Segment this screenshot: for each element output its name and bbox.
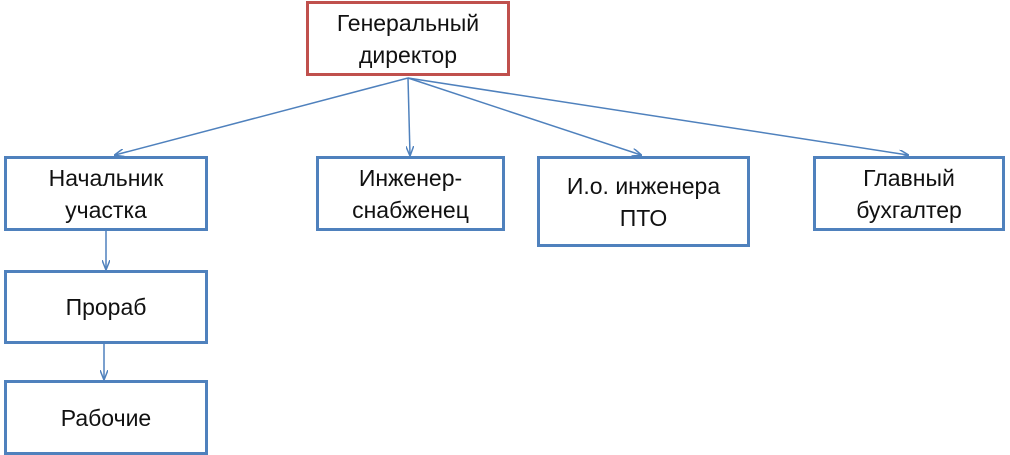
node-supply-engineer-label: Инженер- снабженец: [352, 164, 469, 223]
node-site-chief: Начальник участка: [4, 156, 208, 231]
node-pto-engineer: И.о. инженера ПТО: [537, 156, 750, 247]
node-foreman: Прораб: [4, 270, 208, 344]
node-site-chief-label: Начальник участка: [48, 164, 164, 223]
node-chief-accountant: Главный бухгалтер: [813, 156, 1005, 231]
connector-general-director-to-site-chief: [115, 77, 409, 155]
node-supply-engineer: Инженер- снабженец: [316, 156, 505, 231]
connector-general-director-to-pto-engineer: [407, 77, 641, 155]
node-general-director-label: Генеральный директор: [336, 9, 480, 68]
node-general-director: Генеральный директор: [306, 1, 510, 76]
node-workers-label: Рабочие: [60, 404, 152, 431]
node-pto-engineer-label: И.о. инженера ПТО: [566, 172, 721, 231]
node-chief-accountant-label: Главный бухгалтер: [856, 164, 962, 223]
node-foreman-label: Прораб: [65, 294, 147, 320]
connector-general-director-to-chief-accountant: [407, 77, 908, 155]
connector-general-director-to-supply-engineer: [408, 77, 410, 155]
node-workers: Рабочие: [4, 380, 208, 455]
